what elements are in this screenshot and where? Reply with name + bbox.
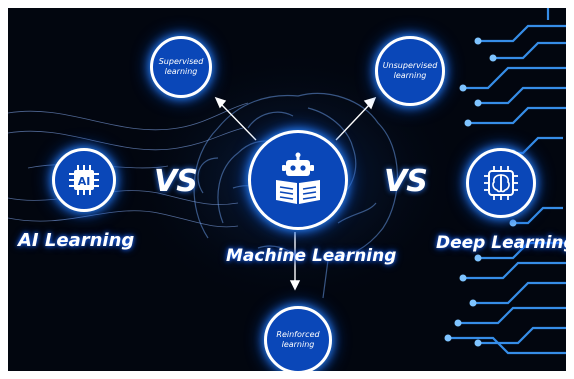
- supervised-label-line1: Supervised: [158, 57, 204, 66]
- supervised-label-line2: learning: [164, 67, 198, 76]
- ai-chip-icon: AI: [69, 165, 99, 195]
- unsupervised-learning-node: Unsupervised learning: [375, 36, 445, 106]
- deep-learning-node: [466, 148, 536, 218]
- reinforced-label-line2: learning: [281, 340, 315, 349]
- ai-chip-text: AI: [78, 175, 91, 188]
- reinforced-label-line1: Reinforced: [276, 330, 320, 339]
- machine-learning-label: Machine Learning: [226, 246, 397, 266]
- robot-reading-book-icon: [276, 152, 320, 204]
- vs-right-text: VS: [384, 164, 428, 199]
- flow-lines-left: [8, 102, 249, 228]
- ml-infographic: Supervised learning Unsupervised learnin…: [8, 8, 566, 371]
- deep-learning-label: Deep Learning: [436, 233, 566, 253]
- unsupervised-label-line2: learning: [393, 71, 427, 80]
- unsupervised-label-line1: Unsupervised: [382, 61, 438, 70]
- ai-learning-label: AI Learning: [18, 230, 135, 251]
- vs-left-text: VS: [154, 164, 198, 199]
- branch-arrows: [214, 96, 377, 291]
- brain-chip-icon: [484, 166, 518, 200]
- reinforced-learning-node: Reinforced learning: [264, 306, 332, 371]
- supervised-learning-node: Supervised learning: [150, 36, 212, 98]
- ai-learning-node: AI: [52, 148, 116, 212]
- machine-learning-node: [248, 130, 348, 230]
